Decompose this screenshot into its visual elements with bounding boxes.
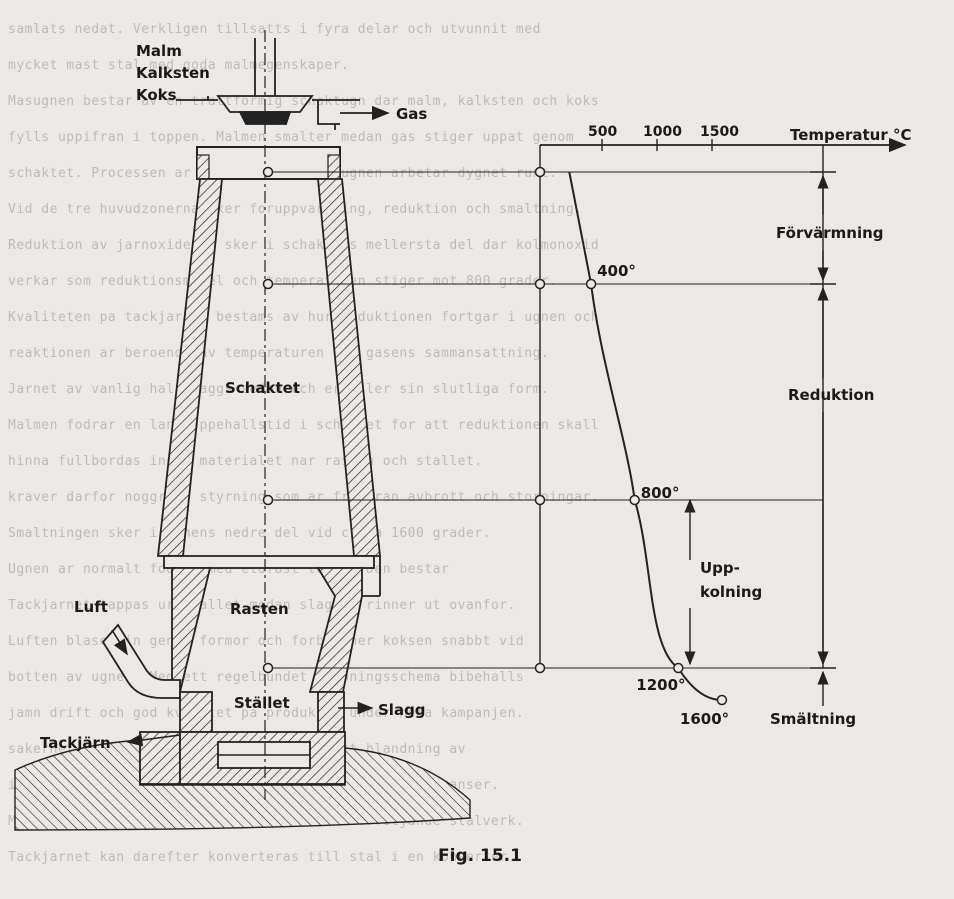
gas-pipe [317,100,340,130]
slag-label: Slagg [378,701,426,719]
curve-point [716,694,728,706]
curve-point [673,662,684,674]
curve-point-label: 1200° [636,676,685,694]
background-text-line: Tackjarnet kan darefter konverteras till… [8,850,516,865]
level-marker [534,494,546,506]
background-text-line: Vid de tre huvudzonerna sker foruppvarmn… [8,202,583,217]
background-text-line: samlats nedat. Verkligen tillsatts i fyr… [8,22,541,37]
background-text-line: Masugnen bestar av en trattformig schakt… [8,94,600,109]
background-text-line: Jarnet av vanlig halt laggs sedan och er… [8,382,550,397]
charge-label-koks: Koks [136,86,177,104]
background-text-line: fylls uppifran i toppen. Malmen smalter … [8,130,575,145]
pig-iron-label: Tackjärn [40,734,111,752]
charge-label-kalksten: Kalksten [136,64,210,82]
level-marker [262,166,274,178]
axis-ticks [601,139,713,151]
curve-point-label: 1600° [680,710,729,728]
background-text-line: verkar som reduktionsmedel och temperatu… [8,274,558,289]
level-marker [534,662,546,674]
figure-caption: Fig. 15.1 [438,846,522,866]
air-pipe [101,623,181,699]
background-text-line: Malmen fodrar en lang uppehallstid i sch… [8,418,600,433]
hearth-label: Stället [234,694,290,712]
shaft-label: Schaktet [225,379,300,397]
background-text-line: Reduktion av jarnoxiderna sker i schakte… [8,238,600,253]
curve-point-label: 400° [597,262,636,280]
bosh-label: Rasten [230,600,289,618]
air-arrow [111,629,128,656]
zone-cooling-line2: kolning [700,583,762,601]
background-text-line: mycket mast stal med goda malmegenskaper… [8,58,350,73]
level-marker [262,494,274,506]
mantle-ring [163,555,375,569]
level-marker [262,278,274,290]
tick-1000: 1000 [643,124,682,140]
zone-markers [684,171,836,706]
ground [14,739,471,831]
hearth [139,691,346,785]
level-marker [534,166,546,178]
curve-point [629,494,640,506]
bosh-wall-right [308,567,363,693]
bosh-wall-left [171,567,212,693]
background-text-line: jamn drift och god kvalitet pa produkten… [8,706,525,721]
level-marker [262,662,274,674]
zone-reduction: Reduktion [788,386,874,404]
background-text-line: Kvaliteten pa tackjarnet bestams av hur … [8,310,600,325]
background-text-line: Tackjarnet tappas ur stallet medan slagg… [8,598,516,613]
zone-melting: Smältning [770,710,856,728]
curve-point [585,278,597,290]
level-marker [534,278,546,290]
charge-label-malm: Malm [136,42,182,60]
curve-points: 400° 800° 1200° 1600° [585,262,729,728]
background-text-line: Luften blases in genom formor och forbra… [8,634,525,649]
air-label: Luft [74,598,108,616]
background-text-line: kraver darfor noggrann styrning som ar f… [8,490,600,505]
shaft-wall-left [156,178,223,557]
zone-preheating: Förvärmning [776,224,884,242]
background-text-line: reaktionen ar beroende av temperaturen o… [8,346,550,361]
pig-iron-arrow [126,733,181,747]
tick-500: 500 [588,124,617,140]
gas-label: Gas [396,105,427,123]
zone-cooling-line1: Upp- [700,559,740,577]
curve-point-label: 800° [641,484,680,502]
tick-1500: 1500 [700,124,739,140]
temperature-curve [568,171,722,701]
shaft-wall-right [317,178,381,557]
temperature-axis-label: Temperatur °C [790,126,911,144]
level-lines [262,166,823,674]
